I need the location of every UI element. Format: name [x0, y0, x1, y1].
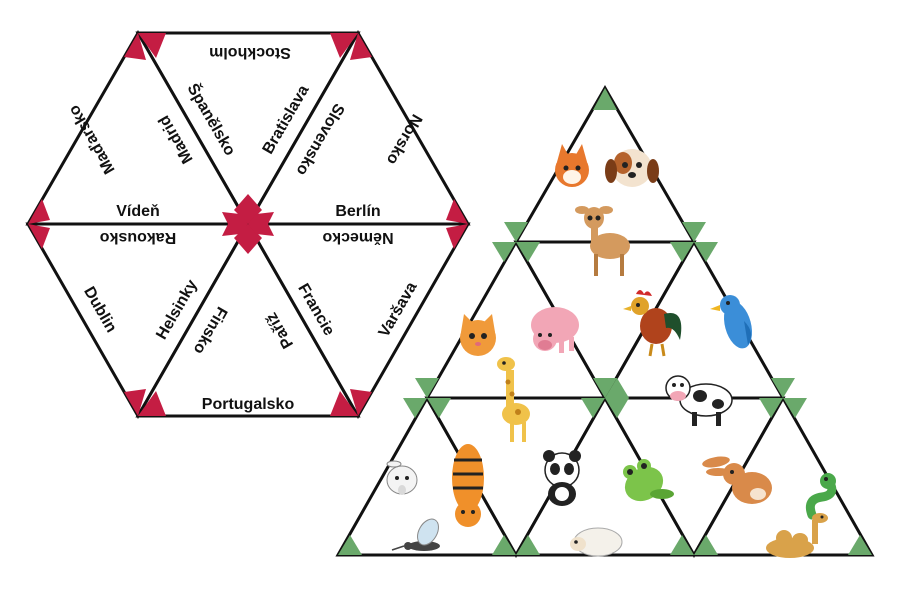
cow-icon	[665, 375, 733, 426]
label-viden: Vídeň	[116, 203, 160, 220]
label-stockholm: Stockholm	[209, 44, 291, 61]
dog-icon	[605, 149, 659, 187]
hex-piece-bottom-right[interactable]	[245, 222, 471, 420]
label-nemecko: Německo	[322, 229, 393, 246]
pyramid-corner-accents	[338, 88, 872, 555]
label-rakousko: Rakousko	[100, 229, 177, 246]
giraffe-icon	[497, 357, 530, 442]
hexagon-puzzle: Stockholm Maďarsko Madrid Španělsko Brat…	[25, 29, 471, 420]
rooster-icon	[623, 290, 682, 357]
camel-icon	[766, 513, 828, 558]
fox-icon	[555, 144, 589, 187]
tiger-icon	[452, 444, 484, 527]
bird-icon	[710, 295, 753, 349]
pyramid-puzzle	[335, 85, 875, 559]
panda-icon	[543, 450, 581, 506]
label-portugalsko: Portugalsko	[202, 396, 295, 413]
snake-icon	[805, 473, 837, 520]
goat-icon	[386, 460, 418, 495]
sheep-icon	[570, 527, 623, 557]
hex-corner-accents	[28, 33, 468, 416]
pig-icon	[531, 307, 579, 353]
mosquito-icon	[391, 518, 440, 551]
label-berlin: Berlín	[335, 203, 380, 220]
rabbit-icon	[702, 456, 772, 504]
cat-icon	[460, 314, 496, 356]
deer-icon	[575, 206, 630, 276]
pyramid-piece-1[interactable]	[513, 85, 697, 244]
frog-icon	[623, 459, 674, 502]
